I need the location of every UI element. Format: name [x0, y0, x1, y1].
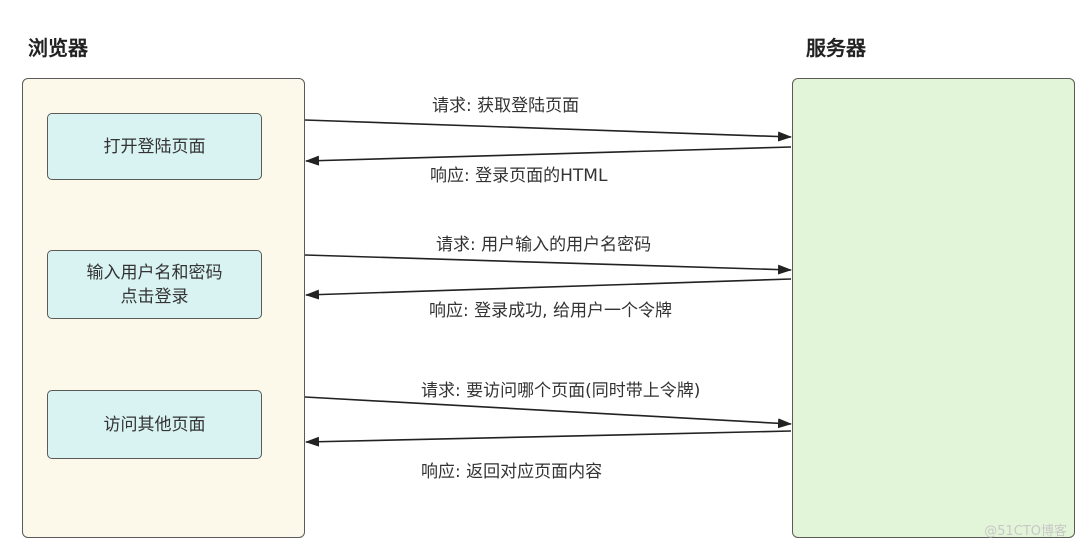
browser-lane-title: 浏览器 — [28, 36, 88, 60]
server-lane-title: 服务器 — [806, 36, 866, 60]
arrow-response-token — [305, 278, 792, 300]
action-visit-other-page: 访问其他页面 — [47, 390, 262, 459]
watermark: @51CTO博客 — [984, 524, 1067, 539]
arrow-request-login-page — [304, 119, 792, 142]
message-label-request-credentials: 请求: 用户输入的用户名密码 — [436, 235, 652, 255]
server-lane — [792, 78, 1075, 538]
message-label-request-login-page: 请求: 获取登陆页面 — [432, 96, 580, 116]
message-label-request-page-with-token: 请求: 要访问哪个页面(同时带上令牌) — [421, 381, 701, 401]
message-label-response-page-content: 响应: 返回对应页面内容 — [421, 462, 603, 482]
arrow-request-page-with-token — [304, 396, 792, 429]
action-label: 点击登录 — [120, 286, 189, 307]
action-label: 输入用户名和密码 — [86, 262, 223, 283]
message-label-response-token: 响应: 登录成功, 给用户一个令牌 — [429, 301, 672, 321]
arrow-response-login-html — [305, 146, 792, 166]
action-label: 访问其他页面 — [103, 414, 206, 435]
message-label-response-login-html: 响应: 登录页面的HTML — [430, 166, 608, 186]
action-open-login-page: 打开登陆页面 — [47, 113, 262, 180]
action-enter-credentials: 输入用户名和密码 点击登录 — [47, 250, 262, 319]
arrow-response-page-content — [305, 430, 792, 447]
action-label: 打开登陆页面 — [103, 136, 206, 157]
arrow-request-credentials — [304, 254, 792, 275]
